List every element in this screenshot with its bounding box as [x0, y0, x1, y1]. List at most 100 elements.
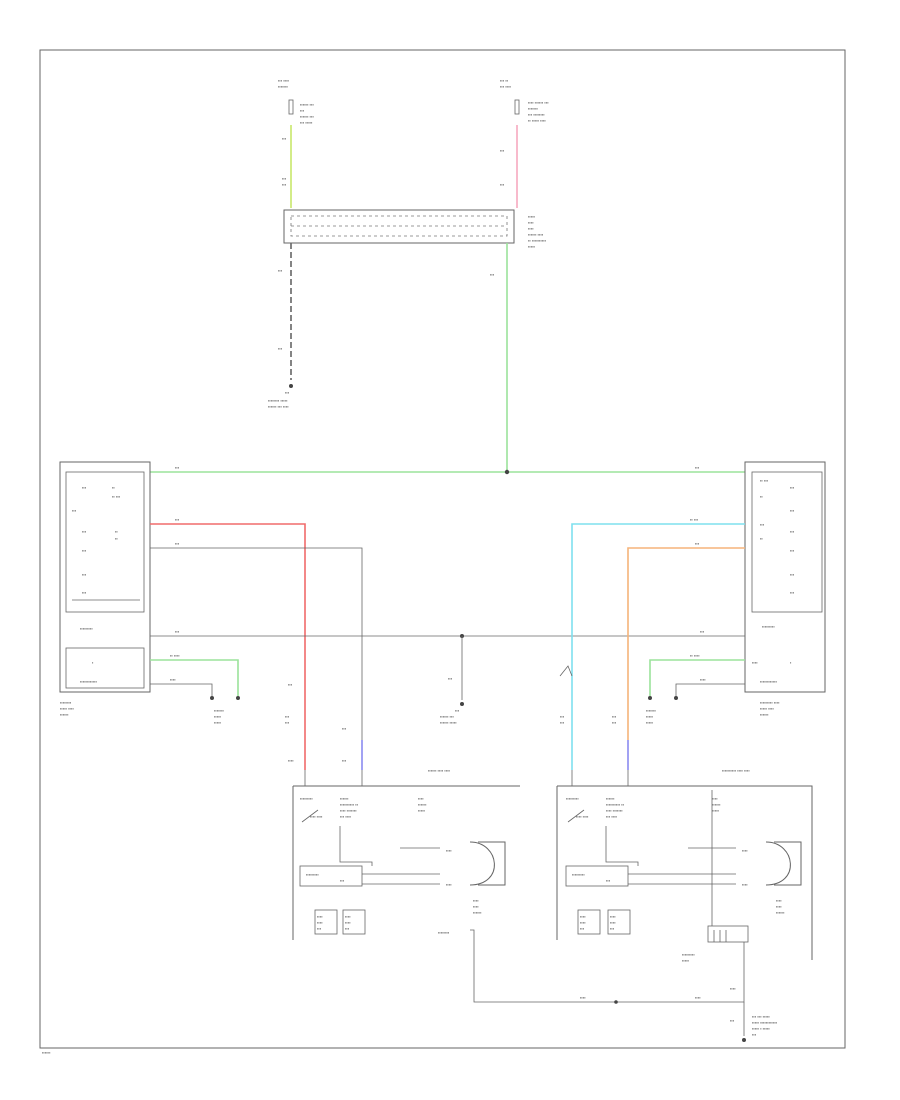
svg-text:▪▪▪▪▪▪▪▪▪: ▪▪▪▪▪▪▪▪▪	[762, 624, 775, 629]
svg-text:▪▪▪▪: ▪▪▪▪	[170, 677, 176, 682]
svg-text:▪▪▪: ▪▪▪	[612, 720, 617, 725]
svg-text:▪▪▪▪▪▪▪▪▪: ▪▪▪▪▪▪▪▪▪	[682, 952, 695, 957]
svg-text:▪▪▪: ▪▪▪	[610, 926, 615, 931]
passenger-seat-heater-switch: ▪▪ ▪▪▪▪▪▪ ▪▪ ▪▪▪ ▪▪▪▪▪▪ ▪▪ ▪▪▪ ▪▪▪ ▪▪▪ ▪…	[744, 461, 826, 693]
svg-text:▪▪▪: ▪▪▪	[300, 108, 305, 113]
svg-text:▪▪▪ ▪▪▪▪▪▪▪▪: ▪▪▪ ▪▪▪▪▪▪▪▪	[528, 112, 545, 117]
svg-text:▪▪▪▪▪: ▪▪▪▪▪	[646, 714, 654, 719]
svg-text:▪▪▪: ▪▪▪	[790, 572, 795, 577]
svg-text:▪▪▪▪: ▪▪▪▪	[580, 914, 586, 919]
svg-text:▪▪▪▪▪▪▪▪▪▪ ▪▪: ▪▪▪▪▪▪▪▪▪▪ ▪▪	[606, 802, 625, 807]
diagram-frame	[39, 49, 846, 1049]
svg-text:▪▪▪▪ ▪▪▪▪: ▪▪▪▪ ▪▪▪▪	[576, 814, 589, 819]
passenger-seat-heater: ▪▪▪▪▪▪▪▪▪▪ ▪▪▪▪ ▪▪▪▪ ▪▪▪▪▪▪▪▪▪ ▪▪▪▪▪▪ ▪▪…	[556, 768, 813, 963]
svg-text:▪▪▪▪▪▪ ▪▪▪: ▪▪▪▪▪▪ ▪▪▪	[300, 114, 314, 119]
svg-text:▪▪▪ ▪▪▪▪: ▪▪▪ ▪▪▪▪	[340, 814, 352, 819]
svg-text:▪▪▪: ▪▪▪	[285, 714, 290, 719]
svg-text:▪▪▪: ▪▪▪	[700, 629, 705, 634]
svg-text:▪▪▪▪: ▪▪▪▪	[700, 677, 706, 682]
svg-text:▪▪▪: ▪▪▪	[317, 926, 322, 931]
svg-text:▪▪▪▪▪▪: ▪▪▪▪▪▪	[60, 712, 69, 717]
svg-text:▪▪▪▪: ▪▪▪▪	[776, 904, 782, 909]
svg-text:▪▪▪: ▪▪▪	[282, 176, 287, 181]
svg-text:▪▪▪ ▪▪▪▪▪: ▪▪▪ ▪▪▪▪▪	[300, 120, 313, 125]
relay-junction-box: ▪▪▪▪▪ ▪▪▪▪ ▪▪▪▪ ▪▪▪▪▪▪ ▪▪▪▪ ▪▪ ▪▪▪▪▪▪▪▪▪…	[283, 209, 547, 249]
svg-text:▪▪▪: ▪▪▪	[790, 529, 795, 534]
svg-text:▪▪▪▪▪▪▪▪ ▪▪▪▪▪: ▪▪▪▪▪▪▪▪ ▪▪▪▪▪	[268, 398, 288, 403]
svg-text:▪▪▪▪▪▪ ▪▪▪: ▪▪▪▪▪▪ ▪▪▪	[440, 714, 454, 719]
svg-text:▪▪▪: ▪▪▪	[285, 720, 290, 725]
svg-text:▪▪▪▪▪▪▪: ▪▪▪▪▪▪▪	[646, 708, 657, 713]
svg-text:▪▪▪▪: ▪▪▪▪	[776, 898, 782, 903]
svg-text:▪▪▪: ▪▪▪	[730, 1018, 735, 1023]
svg-text:▪▪▪: ▪▪▪	[342, 726, 347, 731]
wire-green-illum-driver	[150, 659, 239, 696]
svg-text:▪▪: ▪▪	[115, 529, 118, 534]
svg-text:▪▪▪▪ ▪▪▪▪▪▪▪: ▪▪▪▪ ▪▪▪▪▪▪▪	[606, 808, 623, 813]
svg-text:▪▪▪▪▪ ▪▪▪▪▪▪▪▪▪▪▪▪: ▪▪▪▪▪ ▪▪▪▪▪▪▪▪▪▪▪▪	[752, 1020, 778, 1025]
junction-dot-green	[504, 469, 510, 475]
svg-text:▪▪▪▪: ▪▪▪▪	[446, 848, 452, 853]
svg-text:▪▪▪▪: ▪▪▪▪	[317, 914, 323, 919]
svg-text:▪▪▪▪▪▪: ▪▪▪▪▪▪	[418, 802, 427, 807]
svg-text:▪▪▪: ▪▪▪	[175, 517, 180, 522]
svg-text:▪▪▪▪▪ ▪▪▪▪: ▪▪▪▪▪ ▪▪▪▪	[760, 706, 774, 711]
svg-text:▪▪▪▪▪▪▪▪▪: ▪▪▪▪▪▪▪▪▪	[306, 872, 319, 877]
driver-seat-heater: ▪▪▪▪▪▪ ▪▪▪▪ ▪▪▪▪ ▪▪▪▪▪▪▪▪▪ ▪▪▪▪▪▪ ▪▪▪▪▪▪…	[292, 768, 520, 940]
svg-text:▪▪: ▪▪	[760, 536, 763, 541]
svg-text:▪▪▪▪▪▪ ▪▪▪▪: ▪▪▪▪▪▪ ▪▪▪▪	[528, 232, 544, 237]
svg-text:▪▪▪: ▪▪▪	[82, 529, 87, 534]
svg-text:▪▪▪▪▪▪▪▪▪ ▪▪▪▪: ▪▪▪▪▪▪▪▪▪ ▪▪▪▪	[760, 700, 780, 705]
svg-text:▪▪ ▪▪▪▪▪▪▪▪▪▪: ▪▪ ▪▪▪▪▪▪▪▪▪▪	[528, 238, 547, 243]
svg-text:▪▪▪: ▪▪▪	[695, 541, 700, 546]
wire-cyan-passenger	[571, 523, 745, 770]
svg-text:▪▪▪▪▪▪▪▪▪▪▪▪: ▪▪▪▪▪▪▪▪▪▪▪▪	[760, 679, 778, 684]
svg-text:▪▪▪▪ ▪▪▪▪▪▪ ▪▪▪: ▪▪▪▪ ▪▪▪▪▪▪ ▪▪▪	[528, 100, 549, 105]
svg-text:▪▪▪▪: ▪▪▪▪	[288, 758, 294, 763]
svg-text:▪▪▪▪: ▪▪▪▪	[317, 920, 323, 925]
svg-text:▪▪▪: ▪▪▪	[580, 926, 585, 931]
svg-text:▪▪▪▪ ▪▪▪▪▪▪▪: ▪▪▪▪ ▪▪▪▪▪▪▪	[340, 808, 357, 813]
svg-text:▪▪▪: ▪▪▪	[288, 682, 293, 687]
svg-text:▪▪▪▪▪: ▪▪▪▪▪	[646, 720, 654, 725]
svg-text:▪▪▪: ▪▪▪	[285, 390, 290, 395]
svg-text:▪▪▪▪▪▪▪▪: ▪▪▪▪▪▪▪▪	[438, 930, 450, 935]
svg-text:▪▪▪▪▪: ▪▪▪▪▪	[712, 808, 720, 813]
wire-ground-bottom	[470, 929, 745, 1003]
svg-text:▪▪▪▪: ▪▪▪▪	[473, 898, 479, 903]
svg-text:▪▪▪▪: ▪▪▪▪	[528, 226, 534, 231]
svg-text:▪▪▪: ▪▪▪	[455, 708, 460, 713]
svg-text:▪▪▪: ▪▪▪	[790, 590, 795, 595]
svg-text:▪▪▪: ▪▪▪	[282, 182, 287, 187]
svg-text:▪▪▪▪▪▪ ▪▪▪ ▪▪▪▪: ▪▪▪▪▪▪ ▪▪▪ ▪▪▪▪	[268, 404, 289, 409]
driver-seat-heater-switch: ▪▪▪▪▪ ▪▪ ▪▪▪ ▪▪▪ ▪▪▪▪▪ ▪▪ ▪▪▪ ▪▪▪ ▪▪▪ ▪▪…	[59, 461, 151, 693]
svg-text:▪▪▪: ▪▪▪	[760, 522, 765, 527]
svg-text:▪▪▪: ▪▪▪	[278, 346, 283, 351]
svg-text:▪▪▪: ▪▪▪	[72, 508, 77, 513]
svg-text:▪▪▪: ▪▪▪	[790, 485, 795, 490]
svg-text:▪▪▪▪▪: ▪▪▪▪▪	[528, 244, 536, 249]
svg-text:▪▪▪: ▪▪▪	[560, 720, 565, 725]
svg-text:▪▪▪▪: ▪▪▪▪	[742, 848, 748, 853]
svg-text:▪▪▪▪: ▪▪▪▪	[730, 986, 736, 991]
svg-text:▪▪▪▪▪▪▪▪▪: ▪▪▪▪▪▪▪▪▪	[572, 872, 585, 877]
svg-text:▪▪▪▪▪▪: ▪▪▪▪▪▪	[606, 796, 615, 801]
svg-text:▪▪▪▪: ▪▪▪▪	[418, 796, 424, 801]
svg-text:▪▪▪▪: ▪▪▪▪	[610, 914, 616, 919]
svg-text:▪▪▪▪▪▪▪▪▪▪▪▪: ▪▪▪▪▪▪▪▪▪▪▪▪	[80, 679, 98, 684]
svg-text:▪▪: ▪▪	[112, 485, 115, 490]
svg-text:▪▪▪▪▪▪▪▪▪▪ ▪▪: ▪▪▪▪▪▪▪▪▪▪ ▪▪	[340, 802, 359, 807]
svg-text:▪▪▪ ▪▪▪▪: ▪▪▪ ▪▪▪▪	[500, 84, 512, 89]
svg-text:▪▪▪▪▪▪: ▪▪▪▪▪▪	[712, 802, 721, 807]
svg-text:▪▪▪▪▪▪▪: ▪▪▪▪▪▪▪	[278, 84, 289, 89]
svg-text:▪▪▪▪▪▪ ▪▪▪▪ ▪▪▪▪: ▪▪▪▪▪▪ ▪▪▪▪ ▪▪▪▪	[428, 768, 451, 773]
svg-text:▪▪▪▪▪▪▪▪▪: ▪▪▪▪▪▪▪▪▪	[300, 796, 313, 801]
svg-text:▪▪▪▪ ▪▪▪▪: ▪▪▪▪ ▪▪▪▪	[310, 814, 323, 819]
svg-text:▪▪▪▪: ▪▪▪▪	[610, 920, 616, 925]
wire-green-illum-passenger	[649, 659, 745, 696]
svg-text:▪▪▪ ▪▪▪▪: ▪▪▪ ▪▪▪▪	[278, 78, 290, 83]
svg-text:▪▪▪: ▪▪▪	[500, 148, 505, 153]
wire-dark-illum-driver	[150, 683, 213, 696]
svg-text:▪▪▪: ▪▪▪	[82, 485, 87, 490]
